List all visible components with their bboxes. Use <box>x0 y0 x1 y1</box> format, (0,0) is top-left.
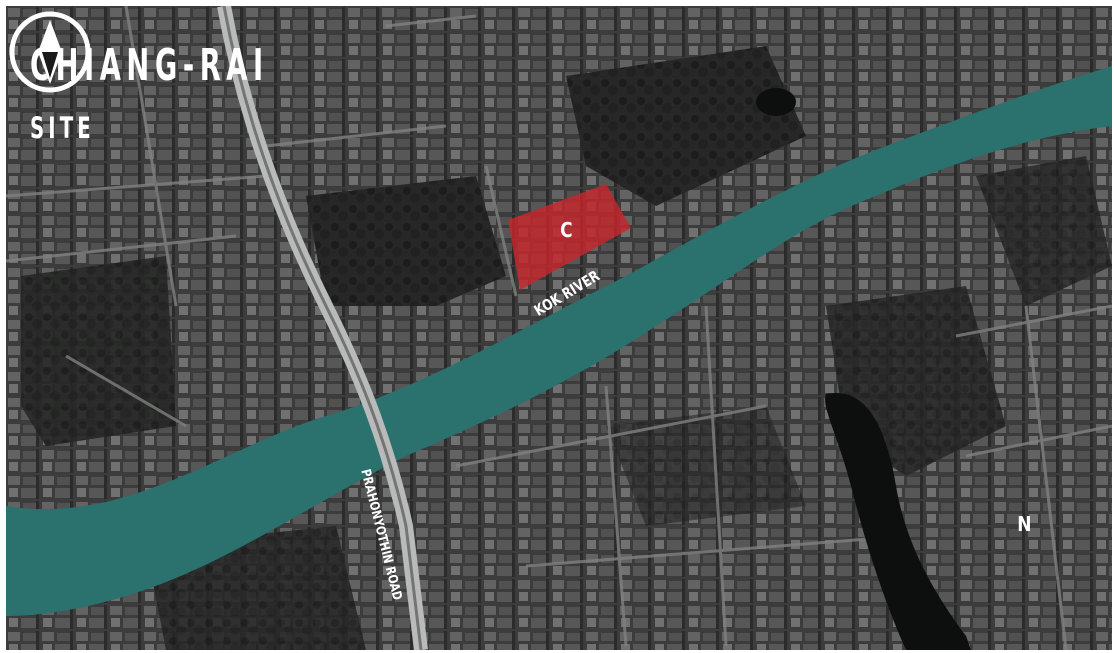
pond <box>825 392 971 650</box>
map-imagery <box>6 6 1112 650</box>
kok-river <box>6 66 1112 616</box>
site-marker[interactable] <box>508 184 631 290</box>
north-label: N <box>1017 512 1032 536</box>
map-subtitle: SITE <box>30 111 95 145</box>
satellite-map: CHIANG-RAI SITE C KOK RIVER PRAHONYOTHIN… <box>6 6 1112 650</box>
compass-icon <box>9 11 91 93</box>
site-marker-label: C <box>560 218 573 242</box>
map-title: CHIANG-RAI <box>30 40 269 91</box>
